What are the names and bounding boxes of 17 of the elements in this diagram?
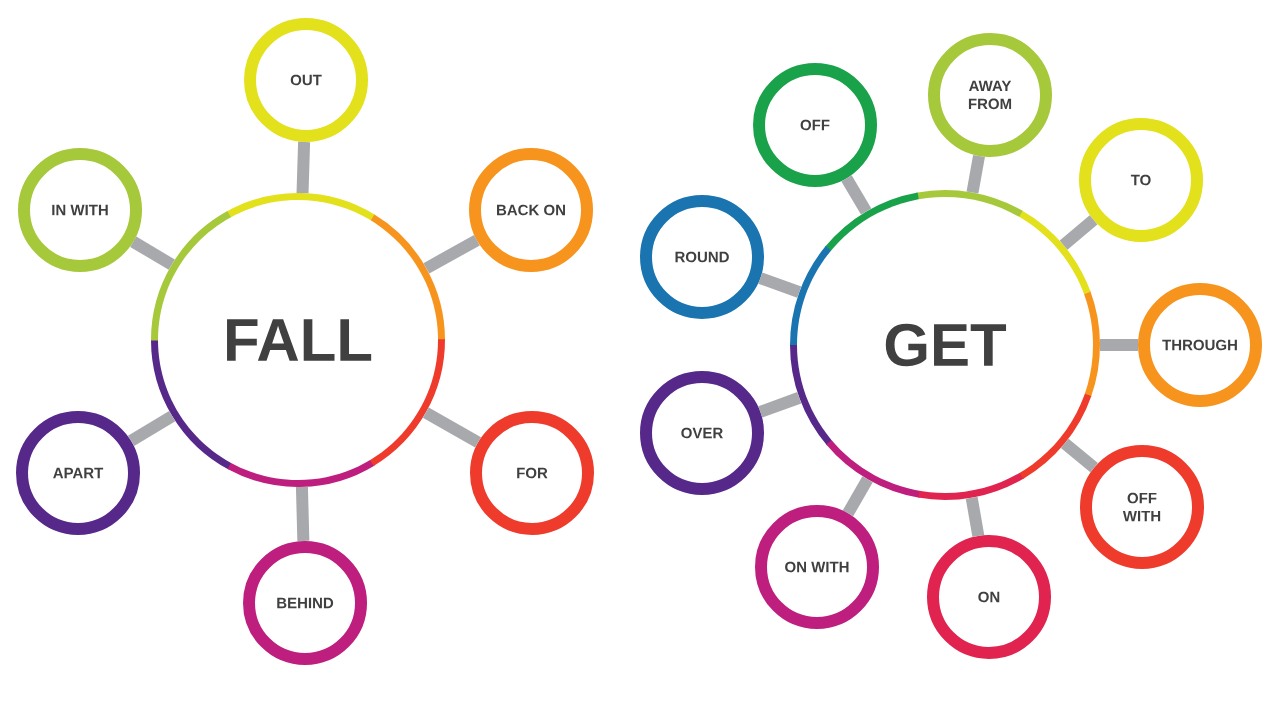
connector-bar [422, 407, 482, 448]
connector-bar [965, 496, 985, 537]
connector-bar [423, 234, 480, 274]
connector-bar [296, 141, 311, 194]
node-label: FALL [227, 319, 372, 361]
connector-bar [841, 175, 872, 215]
connector-bar [295, 486, 310, 542]
connector-bar [1059, 215, 1098, 250]
connector-bar [758, 392, 802, 418]
node-label: GET [885, 323, 1007, 367]
connector-bar [1100, 339, 1138, 351]
connector-bar [130, 236, 175, 270]
connector-bar [842, 476, 873, 517]
connector-bar [127, 410, 176, 447]
connector-bar [966, 154, 985, 194]
connector-bar [758, 272, 802, 298]
connector-bar [1060, 438, 1098, 473]
